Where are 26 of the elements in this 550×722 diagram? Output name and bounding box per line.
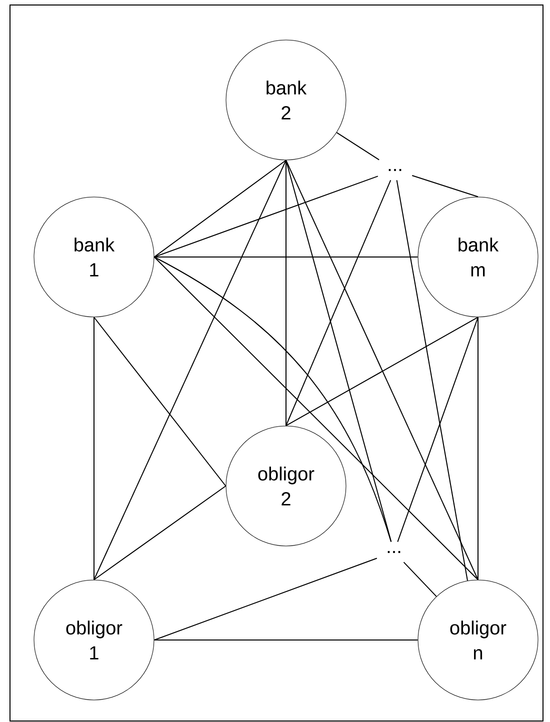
connector-line — [94, 316, 226, 486]
circle-node: bank m — [418, 196, 538, 318]
ellipsis-text: ... — [388, 168, 402, 171]
connector-line — [403, 562, 437, 597]
circle-node: obligor 2 — [226, 426, 346, 546]
connector-line — [286, 316, 478, 426]
connector-line — [154, 256, 478, 580]
connector-line — [397, 316, 478, 542]
connector-line — [154, 176, 378, 258]
circle-node: obligor 1 — [34, 580, 154, 700]
connector-line — [94, 486, 226, 580]
connector-line — [154, 160, 286, 258]
circle-node: bank 1 — [34, 196, 154, 318]
connector-line — [396, 180, 468, 582]
connector-line — [412, 175, 478, 198]
connector-line — [154, 558, 378, 640]
circle-node: obligor n — [418, 580, 538, 700]
connector-line — [336, 132, 380, 160]
connector-line — [286, 180, 392, 426]
connector-line — [94, 160, 286, 580]
connector-line — [286, 160, 478, 580]
ellipsis-text: ... — [388, 551, 400, 553]
circle-node: bank 2 — [226, 40, 346, 160]
connector-line — [154, 256, 418, 258]
connector-line — [154, 256, 392, 542]
connector-line — [286, 160, 392, 542]
